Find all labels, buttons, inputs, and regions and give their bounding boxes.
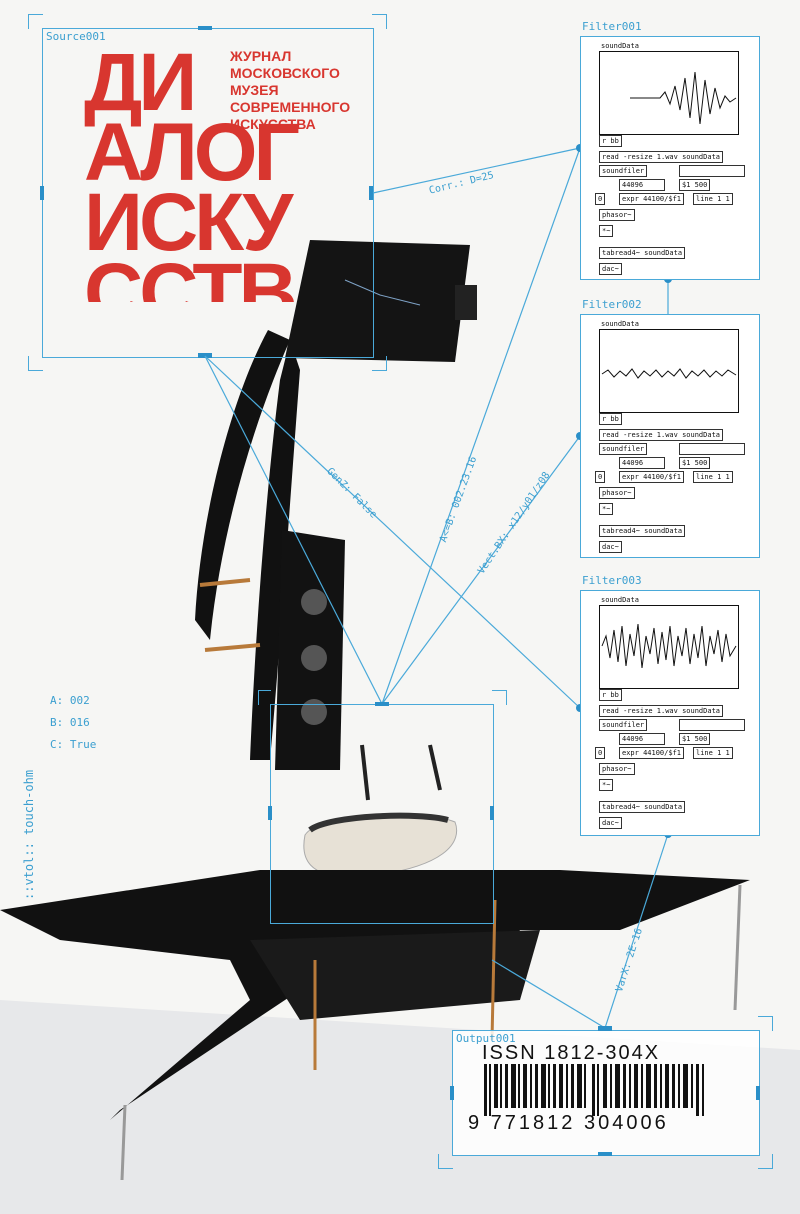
source-label: Source001 xyxy=(46,30,106,43)
array-name: soundData xyxy=(601,42,639,50)
param-a: A: 002 xyxy=(50,694,90,707)
source-top-handle[interactable] xyxy=(198,26,212,30)
number-box[interactable]: 44096 xyxy=(619,179,665,191)
source-right-handle[interactable] xyxy=(369,186,373,200)
line-object[interactable]: line 1 1 xyxy=(693,471,733,483)
corner-mark xyxy=(372,356,387,371)
source-bottom-handle[interactable] xyxy=(198,353,212,358)
center-right-handle[interactable] xyxy=(490,806,494,820)
output-top-handle[interactable] xyxy=(598,1026,612,1031)
filter1-patch[interactable]: soundData r bb read -resize 1.wav soundD… xyxy=(580,36,760,280)
tabread-object[interactable]: tabread4~ soundData xyxy=(599,525,686,537)
filter3-patch[interactable]: soundData r bb read -resize 1.wav soundD… xyxy=(580,590,760,836)
barcode xyxy=(484,1064,704,1116)
corner-mark xyxy=(372,14,387,29)
param-b: B: 016 xyxy=(50,716,90,729)
number-box[interactable]: 44096 xyxy=(619,457,665,469)
soundfiler-object[interactable]: soundfiler xyxy=(599,443,648,455)
filter3-label: Filter003 xyxy=(582,574,642,587)
tabread-object[interactable]: tabread4~ soundData xyxy=(599,247,686,259)
subtitle-line-2: МОСКОВСКОГО xyxy=(230,65,340,81)
message-box[interactable]: $1 500 xyxy=(679,457,711,469)
expr-object[interactable]: expr 44100/$f1 xyxy=(619,193,685,205)
title-line-3: ИСКУ xyxy=(84,177,293,268)
filter1-label: Filter001 xyxy=(582,20,642,33)
source-box xyxy=(42,28,374,358)
filter2-patch[interactable]: soundData r bb read -resize 1.wav soundD… xyxy=(580,314,760,558)
corner-mark xyxy=(28,356,43,371)
subtitle-line-4: СОВРЕМЕННОГО xyxy=(230,99,351,115)
empty-object[interactable] xyxy=(679,443,745,455)
subtitle-line-1: ЖУРНАЛ xyxy=(230,48,292,64)
barcode-digits: 9 771812 304006 xyxy=(468,1112,669,1134)
corner-mark xyxy=(758,1016,773,1031)
dac-object[interactable]: dac~ xyxy=(599,817,622,829)
r-bb-object[interactable]: r bb xyxy=(599,413,622,425)
output-left-handle[interactable] xyxy=(450,1086,454,1100)
magazine-title: ДИ АЛОГ ИСКУ ССТВ xyxy=(84,37,300,303)
read-message[interactable]: read -resize 1.wav soundData xyxy=(599,705,724,717)
subtitle-line-3: МУЗЕЯ xyxy=(230,82,279,98)
array-name: soundData xyxy=(601,596,639,604)
r-bb-object[interactable]: r bb xyxy=(599,135,622,147)
tabread-object[interactable]: tabread4~ soundData xyxy=(599,801,686,813)
phasor-object[interactable]: phasor~ xyxy=(599,763,635,775)
center-top-handle[interactable] xyxy=(375,702,389,706)
phasor-object[interactable]: phasor~ xyxy=(599,209,635,221)
title-line-1: ДИ xyxy=(84,37,197,128)
line-object[interactable]: line 1 1 xyxy=(693,193,733,205)
corner-mark xyxy=(758,1154,773,1169)
message-box[interactable]: $1 500 xyxy=(679,179,711,191)
dac-object[interactable]: dac~ xyxy=(599,541,622,553)
source-left-handle[interactable] xyxy=(40,186,44,200)
subtitle-line-5: ИСКУССТВА xyxy=(230,116,316,132)
param-c: C: True xyxy=(50,738,97,751)
vertical-label: ::vtol:: touch-ohm xyxy=(22,769,36,900)
expr-object[interactable]: expr 44100/$f1 xyxy=(619,747,685,759)
multiply-object[interactable]: *~ xyxy=(599,225,614,237)
zero-box[interactable]: 0 xyxy=(595,471,606,483)
empty-object[interactable] xyxy=(679,165,745,177)
corner-mark xyxy=(28,14,43,29)
empty-object[interactable] xyxy=(679,719,745,731)
magazine-subtitle: ЖУРНАЛ МОСКОВСКОГО МУЗЕЯ СОВРЕМЕННОГО ИС… xyxy=(230,48,350,133)
soundfiler-object[interactable]: soundfiler xyxy=(599,165,648,177)
title-line-4: ССТВ xyxy=(84,258,296,302)
output-bottom-handle[interactable] xyxy=(598,1152,612,1156)
corner-mark xyxy=(258,690,271,705)
center-left-handle[interactable] xyxy=(268,806,272,820)
zero-box[interactable]: 0 xyxy=(595,747,606,759)
waveform-display xyxy=(599,605,739,689)
read-message[interactable]: read -resize 1.wav soundData xyxy=(599,151,724,163)
expr-object[interactable]: expr 44100/$f1 xyxy=(619,471,685,483)
soundfiler-object[interactable]: soundfiler xyxy=(599,719,648,731)
dac-object[interactable]: dac~ xyxy=(599,263,622,275)
number-box[interactable]: 44096 xyxy=(619,733,665,745)
center-frame xyxy=(270,704,494,924)
waveform-display xyxy=(599,329,739,413)
zero-box[interactable]: 0 xyxy=(595,193,606,205)
multiply-object[interactable]: *~ xyxy=(599,779,614,791)
output-label: Output001 xyxy=(456,1032,516,1045)
corner-mark xyxy=(492,690,507,705)
multiply-object[interactable]: *~ xyxy=(599,503,614,515)
phasor-object[interactable]: phasor~ xyxy=(599,487,635,499)
corner-mark xyxy=(438,1154,453,1169)
line-object[interactable]: line 1 1 xyxy=(693,747,733,759)
title-line-2: АЛОГ xyxy=(84,107,300,198)
filter2-label: Filter002 xyxy=(582,298,642,311)
r-bb-object[interactable]: r bb xyxy=(599,689,622,701)
read-message[interactable]: read -resize 1.wav soundData xyxy=(599,429,724,441)
array-name: soundData xyxy=(601,320,639,328)
waveform-display xyxy=(599,51,739,135)
output-right-handle[interactable] xyxy=(756,1086,760,1100)
issn-text: ISSN 1812-304X xyxy=(482,1042,661,1064)
message-box[interactable]: $1 500 xyxy=(679,733,711,745)
